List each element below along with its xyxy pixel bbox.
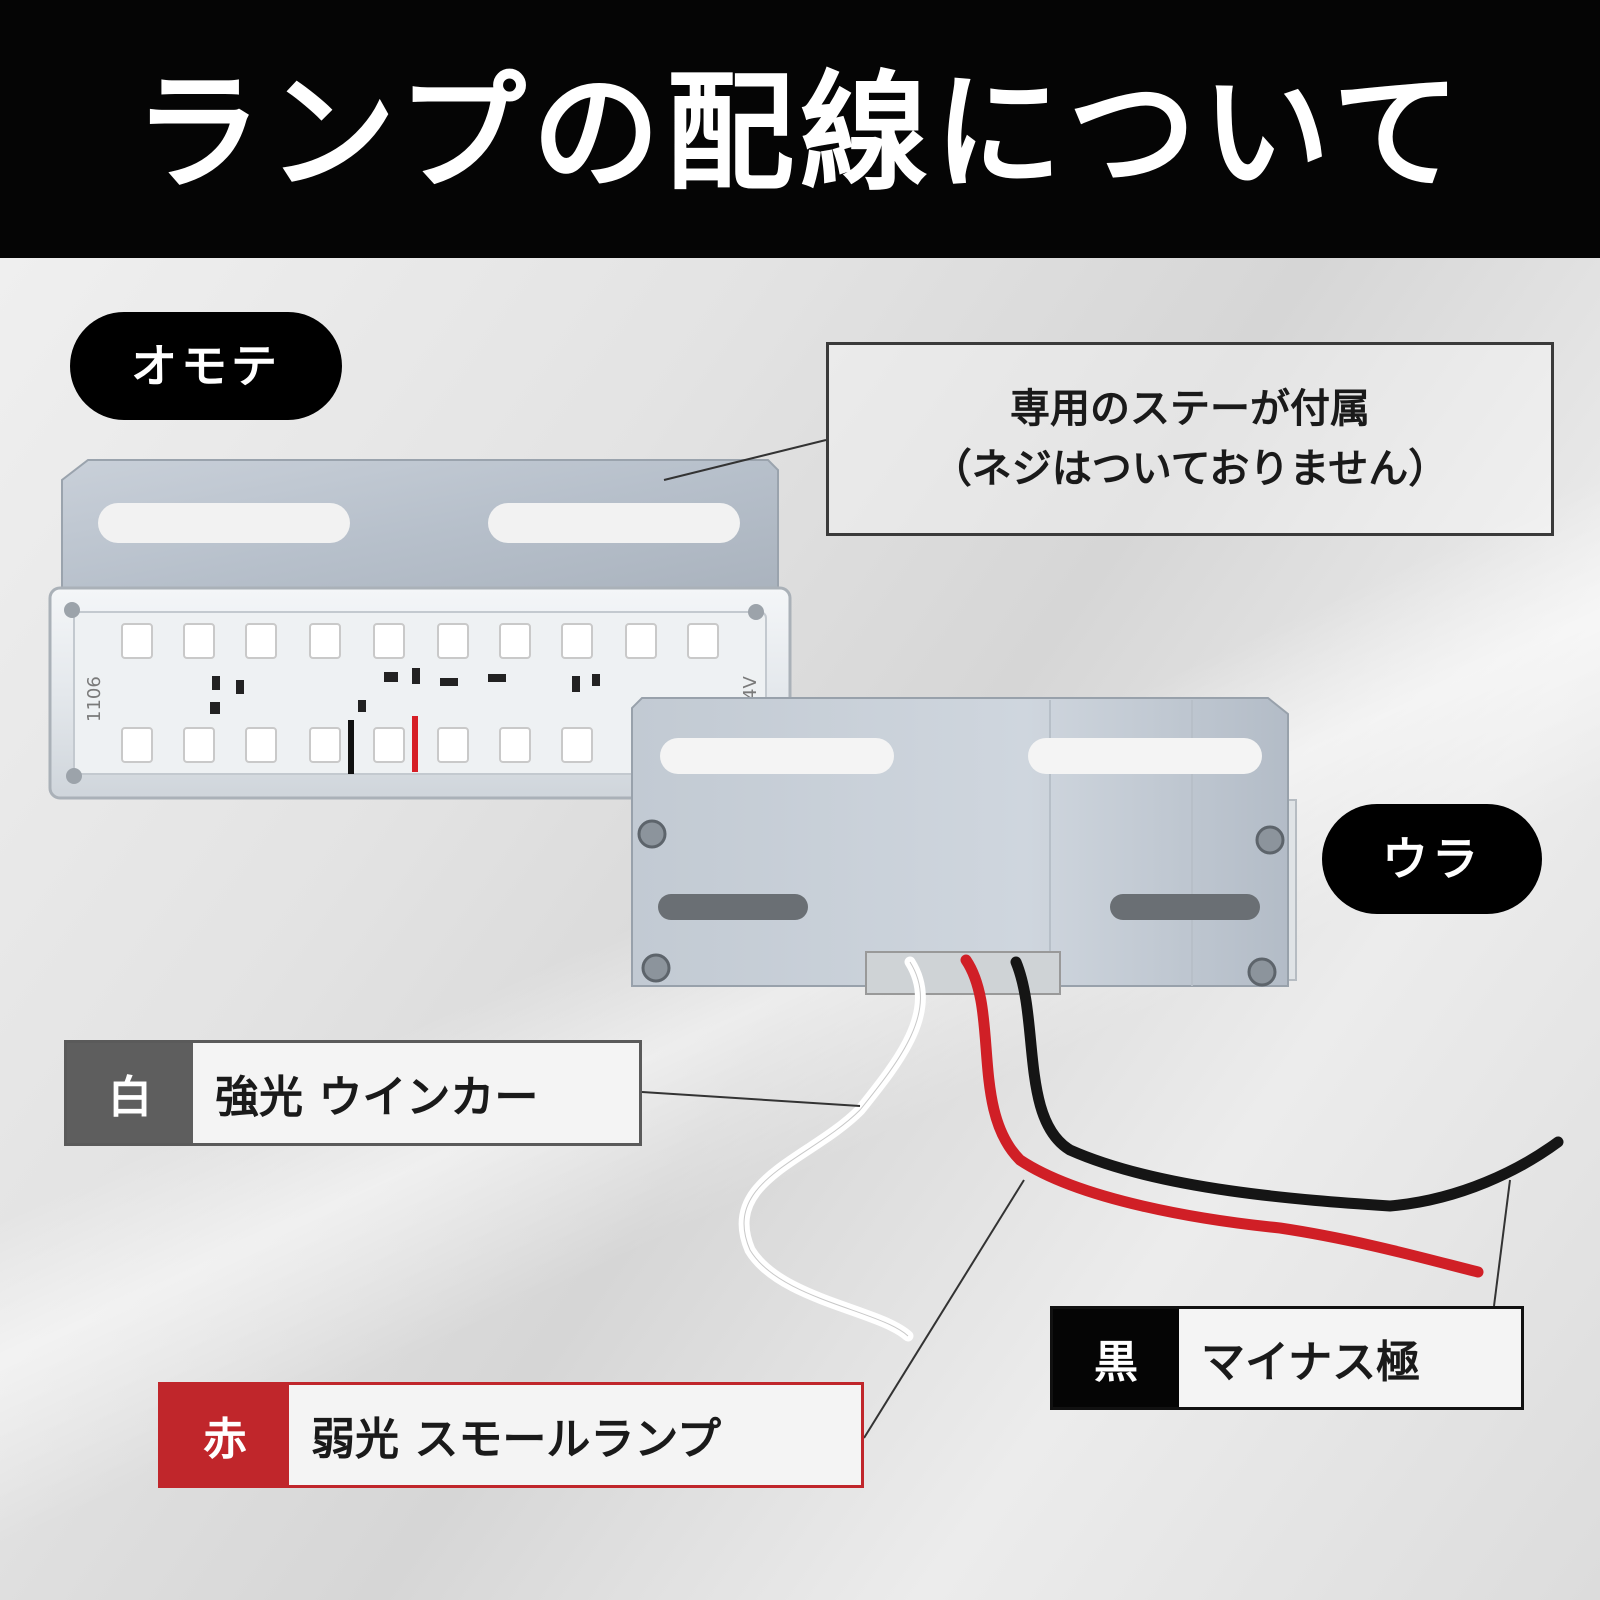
back-slot-lower-right [1110, 894, 1260, 920]
red-wire-label: 赤 弱光 スモールランプ [158, 1382, 864, 1488]
led-row-top [121, 623, 719, 659]
red-leader-line [863, 1179, 1025, 1439]
voltage-marking: 4V [740, 676, 761, 700]
internal-red-wire [412, 716, 418, 772]
black-wire-label: 黒 マイナス極 [1050, 1306, 1524, 1410]
back-lamp [631, 697, 1297, 995]
black-leader-line [1493, 1179, 1511, 1307]
lens-screw-tl [64, 602, 80, 618]
white-wire-color: 白 [67, 1043, 193, 1143]
callout-leader-line [663, 439, 827, 481]
callout-line-1: 専用のステーが付属 [1010, 386, 1370, 432]
internal-black-wire [348, 720, 354, 774]
white-wire-function: 強光 ウインカー [193, 1043, 639, 1143]
page-title: ランプの配線について [133, 58, 1467, 208]
back-slot-lower-left [658, 894, 808, 920]
red-wire-color: 赤 [161, 1385, 289, 1485]
black-wire [1010, 956, 1564, 1212]
board-marking: 1106 [84, 676, 105, 722]
white-wire [738, 956, 926, 1342]
lens-screw-tr [748, 604, 764, 620]
callout-line-2: （ネジはついておりません） [931, 446, 1449, 492]
front-tag: オモテ [70, 312, 342, 420]
bracket-slot-left [98, 503, 350, 543]
black-wire-function: マイナス極 [1179, 1309, 1521, 1407]
black-wire-color: 黒 [1053, 1309, 1179, 1407]
red-wire-function: 弱光 スモールランプ [289, 1385, 861, 1485]
back-tag: ウラ [1322, 804, 1542, 914]
white-leader-line [641, 1091, 861, 1107]
title-bar: ランプの配線について [0, 0, 1600, 258]
lens-screw-bl [66, 768, 82, 784]
back-screws [637, 819, 1285, 987]
bracket-slot-right [488, 503, 740, 543]
red-wire [960, 954, 1484, 1278]
back-slot-left [660, 738, 894, 774]
white-wire-label: 白 強光 ウインカー [64, 1040, 642, 1146]
led-row-bottom [121, 727, 593, 763]
bracket-callout: 専用のステーが付属 （ネジはついておりません） [826, 342, 1554, 536]
front-lamp: 1106 4V [48, 459, 792, 800]
back-slot-right [1028, 738, 1262, 774]
smd-components [210, 668, 600, 714]
